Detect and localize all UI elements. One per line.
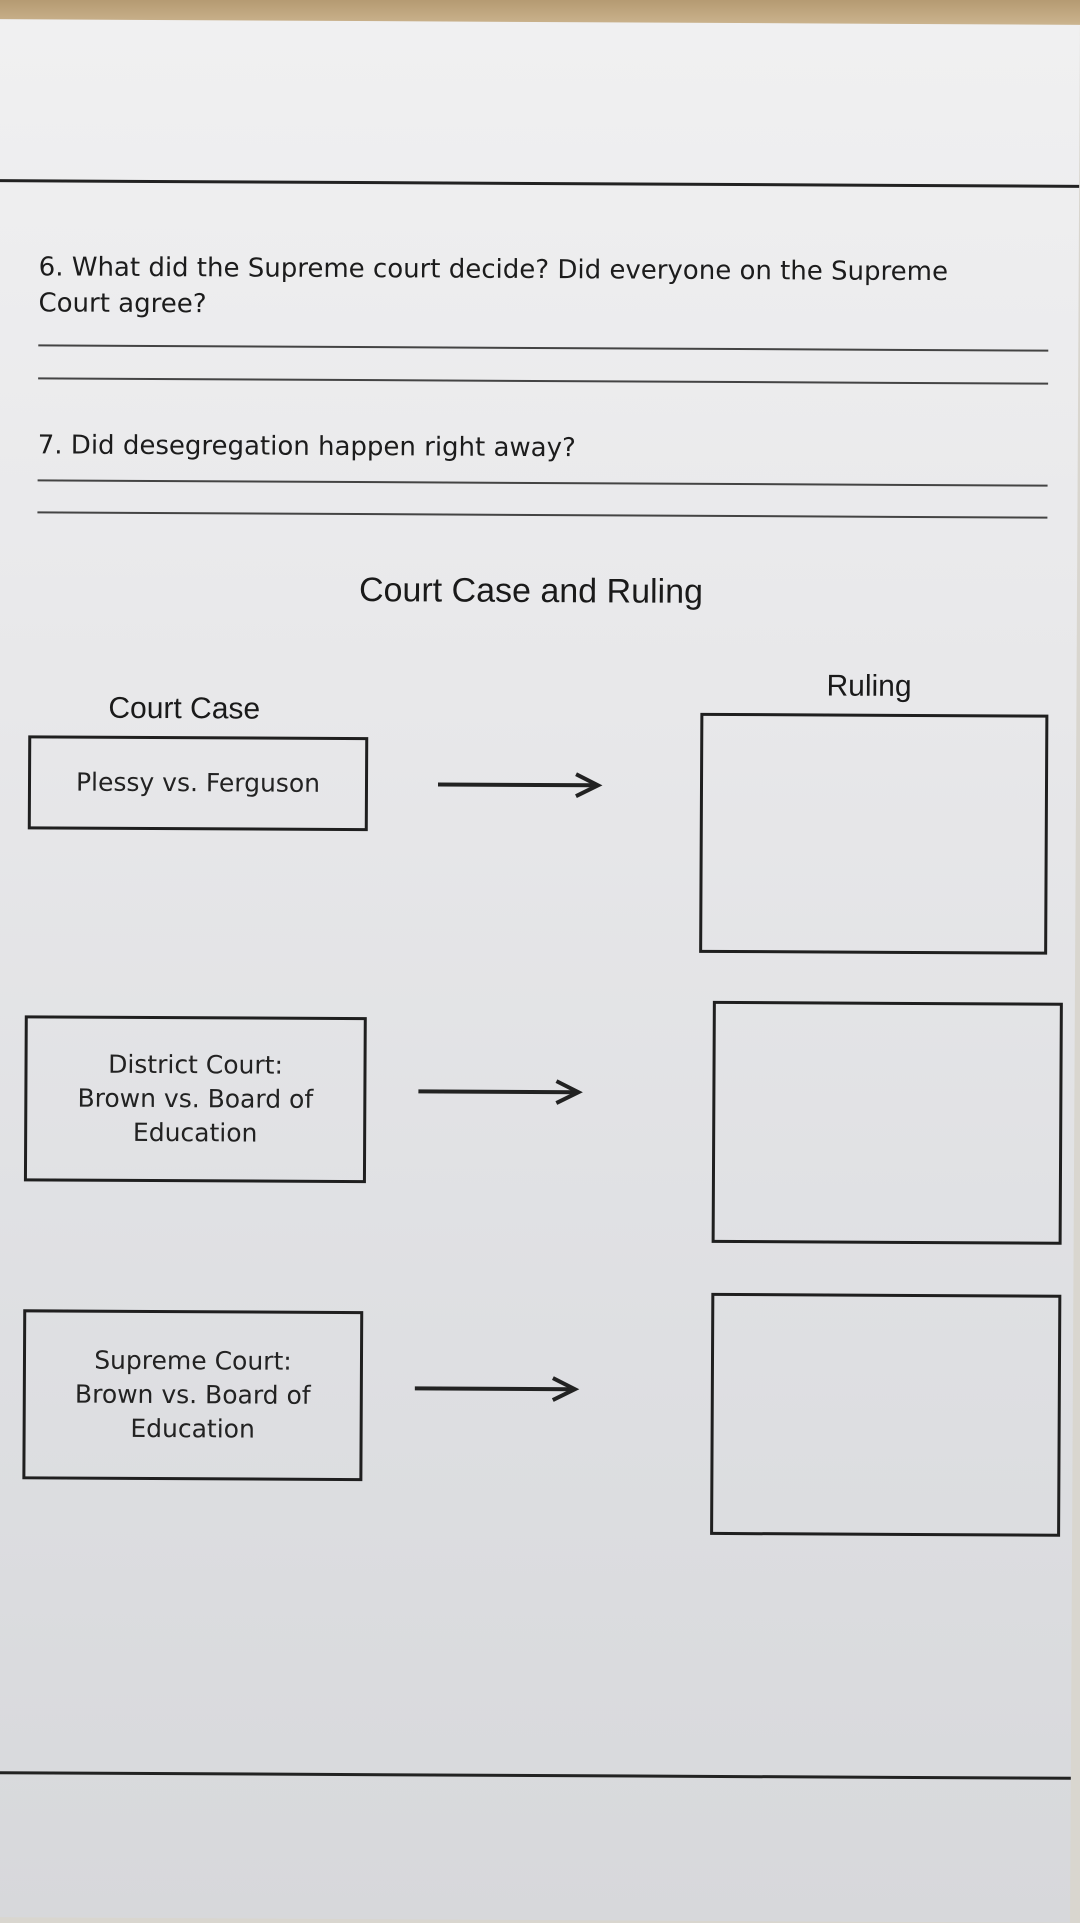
answer-line[interactable]: [38, 344, 1049, 352]
question-7-line-1: 7. Did desegregation happen right away?: [37, 430, 576, 464]
top-divider: [0, 179, 1080, 188]
question-6: 6. What did the Supreme court decide? Di…: [38, 249, 948, 326]
case-box-line: Plessy vs. Ferguson: [75, 767, 321, 798]
case-box-line: Education: [132, 1117, 258, 1148]
answer-line[interactable]: [37, 511, 1048, 519]
answer-line[interactable]: [37, 479, 1048, 487]
arrow-right-icon: [437, 772, 603, 798]
case-box-line: Brown vs. Board of: [77, 1083, 314, 1114]
case-box-line: Brown vs. Board of: [74, 1379, 311, 1410]
case-box-plessy: Plessy vs. Ferguson: [27, 735, 369, 832]
question-6-line-2: Court agree?: [38, 288, 207, 320]
section-title: Court Case and Ruling: [358, 571, 704, 611]
arrow-right-icon: [418, 1079, 583, 1105]
arrow-right-icon: [414, 1376, 580, 1402]
question-7: 7. Did desegregation happen right away?: [38, 427, 576, 466]
case-box-line: Education: [130, 1413, 255, 1444]
question-6-line-1: 6. What did the Supreme court decide? Di…: [38, 252, 949, 288]
bottom-divider: [0, 1771, 1071, 1780]
ruling-box[interactable]: [710, 1292, 1062, 1537]
case-box-district-court: District Court: Brown vs. Board of Educa…: [23, 1015, 367, 1184]
ruling-header: Ruling: [826, 669, 912, 703]
case-box-supreme-court: Supreme Court: Brown vs. Board of Educat…: [22, 1309, 364, 1482]
ruling-box[interactable]: [699, 712, 1049, 955]
case-box-line: Supreme Court:: [94, 1345, 292, 1376]
answer-line[interactable]: [38, 377, 1049, 385]
court-case-header: Court Case: [108, 691, 261, 726]
worksheet-page: 6. What did the Supreme court decide? Di…: [0, 19, 1080, 1923]
ruling-box[interactable]: [711, 1000, 1063, 1245]
case-box-line: District Court:: [108, 1049, 284, 1080]
